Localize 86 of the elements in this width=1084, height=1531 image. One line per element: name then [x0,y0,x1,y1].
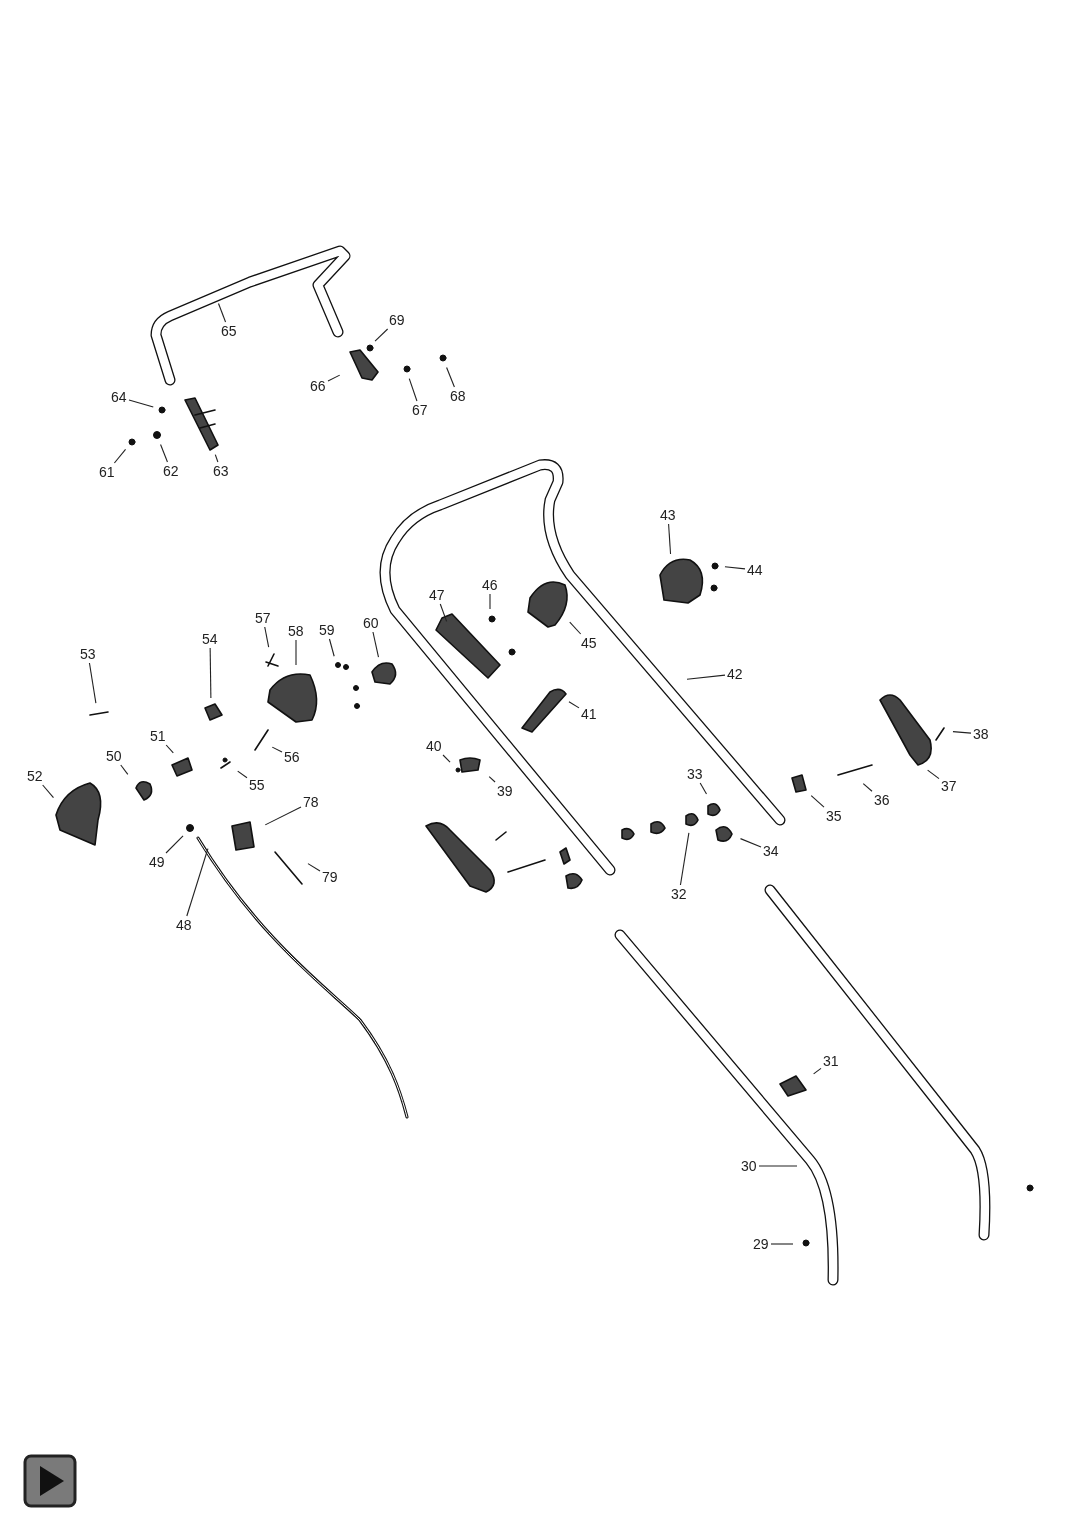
leader-line [442,754,451,763]
leader-line [952,731,972,734]
leader-line [186,848,209,917]
callout-number: 62 [163,463,179,479]
leader-line [271,746,283,753]
callout-number: 35 [826,808,842,824]
callout-number: 59 [319,622,335,638]
leader-line [128,399,154,408]
callout-number: 68 [450,388,466,404]
callout-number: 31 [823,1053,839,1069]
callout-number: 39 [497,783,513,799]
leader-line [679,832,690,886]
callout-number: 64 [111,389,127,405]
callout-number: 78 [303,794,319,810]
callout-number: 65 [221,323,237,339]
callout-number: 48 [176,917,192,933]
leader-line [699,782,708,795]
leader-line [927,769,940,780]
callout-number: 60 [363,615,379,631]
callout-number: 33 [687,766,703,782]
leader-line [217,303,227,323]
callout-number: 67 [412,402,428,418]
callout-number: 52 [27,768,43,784]
leader-line [724,566,746,570]
callout-number: 79 [322,869,338,885]
leader-line [439,603,448,622]
leader-line [88,662,97,704]
callout-number: 42 [727,666,743,682]
callout-number: 54 [202,631,218,647]
callout-number: 30 [741,1158,757,1174]
leader-line [327,374,341,382]
callout-number: 53 [80,646,96,662]
callout-number: 66 [310,378,326,394]
callout-number: 61 [99,464,115,480]
leader-line [686,674,726,680]
callout-number: 41 [581,706,597,722]
leader-line [813,1067,822,1075]
leader-line [264,626,270,648]
callout-number: 49 [149,854,165,870]
leader-line [214,454,219,463]
leader-line [165,744,174,754]
leader-line [668,523,672,555]
leader-line [42,784,54,799]
callout-number: 32 [671,886,687,902]
callout-number: 57 [255,610,271,626]
callout-number: 47 [429,587,445,603]
leader-line [758,1165,798,1167]
leader-line [307,863,321,872]
leader-line [237,770,248,779]
callout-number: 40 [426,738,442,754]
leader-line [328,638,335,657]
leader-line [739,838,762,848]
leader-line [446,366,455,388]
callout-number: 37 [941,778,957,794]
callout-number: 50 [106,748,122,764]
callout-number: 45 [581,635,597,651]
callout-number: 51 [150,728,166,744]
leader-line [862,783,873,792]
callout-number: 29 [753,1236,769,1252]
callout-number: 44 [747,562,763,578]
leader-line [209,647,212,699]
callout-number: 63 [213,463,229,479]
leader-line [489,593,491,610]
leader-line [264,806,302,826]
callout-number: 43 [660,507,676,523]
leader-line [810,795,825,808]
callout-number: 38 [973,726,989,742]
leader-line [160,443,168,463]
leader-line [372,631,380,658]
callout-number: 56 [284,749,300,765]
leader-line [569,621,582,635]
leader-line [488,776,496,783]
callout-number: 58 [288,623,304,639]
leader-line [295,639,297,666]
callout-number: 36 [874,792,890,808]
leader-line [165,835,184,854]
leader-line [408,378,418,402]
leader-line [374,328,389,342]
leader-line [568,701,580,709]
callout-number: 69 [389,312,405,328]
leader-line [120,764,129,775]
leader-line [113,448,127,464]
callout-number: 55 [249,777,265,793]
leader-line [770,1243,794,1245]
callout-number: 46 [482,577,498,593]
callout-number: 34 [763,843,779,859]
